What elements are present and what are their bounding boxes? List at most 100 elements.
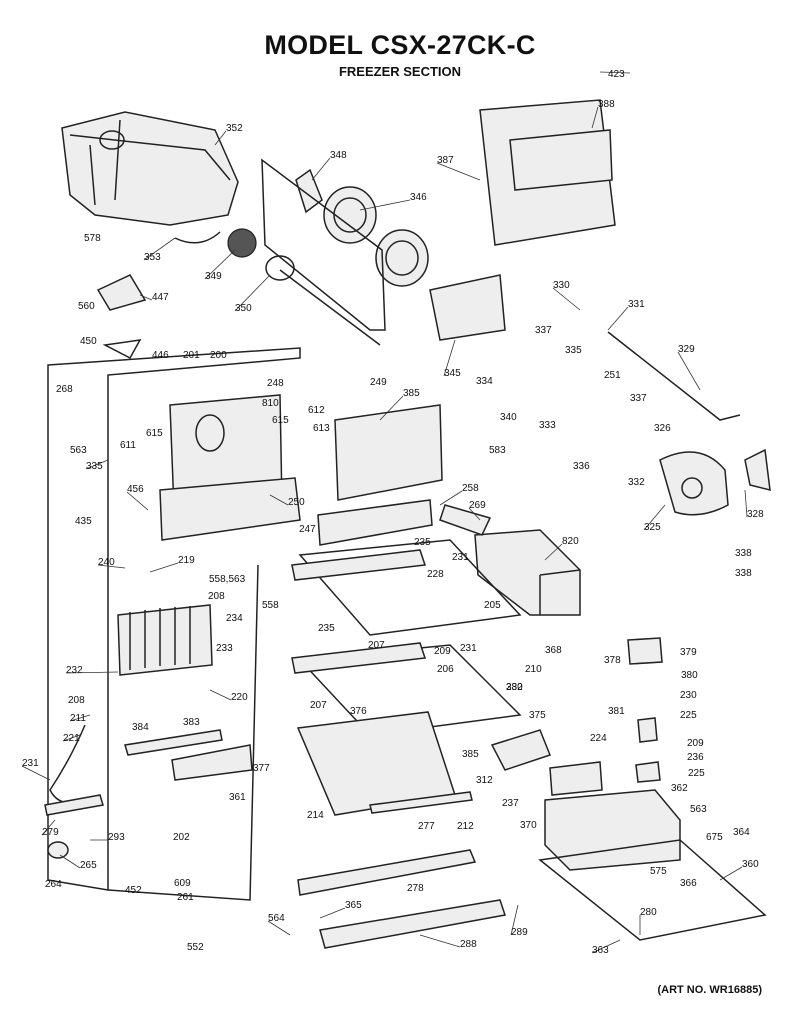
callout-label: 560	[78, 301, 95, 312]
leader-lines	[21, 71, 748, 954]
callout-label: 338	[735, 568, 752, 579]
callout-label: 336	[573, 461, 590, 472]
callout-label: 220	[231, 692, 248, 703]
callout-label: 233	[216, 643, 233, 654]
callout-label: 206	[437, 664, 454, 675]
callout-label: 346	[410, 192, 427, 203]
callout-label: 268	[56, 384, 73, 395]
art-number: (ART NO. WR16885)	[657, 984, 762, 996]
leader-line	[436, 162, 481, 181]
leader-line	[59, 854, 81, 869]
leader-line	[607, 306, 629, 331]
callout-label: 201	[183, 350, 200, 361]
ice-bucket-drawing	[61, 111, 239, 226]
callout-label: 423	[608, 69, 625, 80]
callout-label: 237	[502, 798, 519, 809]
callout-label: 368	[545, 645, 562, 656]
callout-label: 381	[608, 706, 625, 717]
callout-label: 376	[350, 706, 367, 717]
callout-label: 349	[205, 271, 222, 282]
callout-label: 675	[706, 832, 723, 843]
leader-line	[379, 395, 404, 421]
callout-label: 575	[650, 866, 667, 877]
leader-line	[41, 819, 56, 836]
callout-label: 564	[268, 913, 285, 924]
callout-label: 225	[680, 710, 697, 721]
callout-label: 558,563	[209, 574, 246, 585]
callout-label: 578	[84, 233, 101, 244]
callout-label: 208	[208, 591, 225, 602]
callout-label: 200	[210, 350, 227, 361]
leader-line	[267, 920, 291, 936]
callout-label: 240	[98, 557, 115, 568]
callout-label: 329	[678, 344, 695, 355]
leader-line	[443, 339, 456, 377]
callout-label: 269	[469, 500, 486, 511]
callout-label: 345	[444, 368, 461, 379]
callout-label: 202	[173, 832, 190, 843]
callout-label: 328	[747, 509, 764, 520]
leader-line	[21, 765, 51, 781]
callout-label: 362	[671, 783, 688, 794]
callout-label: 383	[183, 717, 200, 728]
callout-label: 248	[267, 378, 284, 389]
callout-label: 221	[63, 733, 80, 744]
callout-label: 288	[460, 939, 477, 950]
callout-label: 225	[688, 768, 705, 779]
callout-label: 820	[562, 536, 579, 547]
leader-line	[439, 490, 463, 506]
callout-label: 350	[235, 303, 252, 314]
callout-label: 207	[368, 640, 385, 651]
leader-line	[62, 734, 81, 742]
callout-label: 228	[427, 569, 444, 580]
callout-label: 335	[565, 345, 582, 356]
callout-label: 563	[690, 804, 707, 815]
callout-label: 388	[598, 99, 615, 110]
leader-line	[319, 907, 346, 919]
leader-line	[719, 866, 743, 881]
callout-label: 205	[484, 600, 501, 611]
callout-label: 214	[307, 810, 324, 821]
callout-label: 293	[108, 832, 125, 843]
callout-label: 232	[66, 665, 83, 676]
callout-label: 230	[680, 690, 697, 701]
callout-label: 289	[511, 927, 528, 938]
leader-line	[677, 351, 701, 391]
leader-line	[209, 689, 232, 701]
leader-line	[544, 543, 563, 561]
callout-label: 450	[80, 336, 97, 347]
callout-label: 231	[452, 552, 469, 563]
callout-label: 377	[253, 763, 270, 774]
callout-label: 378	[604, 655, 621, 666]
callout-label: 352	[226, 123, 243, 134]
callout-label: 361	[229, 792, 246, 803]
leader-line	[139, 294, 153, 301]
callout-label: 334	[476, 376, 493, 387]
callout-label: 380	[681, 670, 698, 681]
callout-label: 331	[628, 299, 645, 310]
leader-line	[643, 504, 666, 531]
callout-label: 258	[462, 483, 479, 494]
callout-label: 456	[127, 484, 144, 495]
leader-line	[510, 904, 519, 936]
callout-label: 231	[22, 758, 39, 769]
callout-label: 384	[132, 722, 149, 733]
leader-line	[591, 939, 621, 954]
callout-label: 235	[318, 623, 335, 634]
callout-label: 612	[308, 405, 325, 416]
callout-label: 333	[539, 420, 556, 431]
callout-label: 613	[313, 423, 330, 434]
callout-label: 235	[414, 537, 431, 548]
callout-label: 210	[525, 664, 542, 675]
leader-line	[149, 562, 179, 573]
callout-label: 810	[262, 398, 279, 409]
callout-label: 379	[680, 647, 697, 658]
callout-label: 382	[506, 682, 523, 693]
callout-label: 249	[370, 377, 387, 388]
callout-label: 265	[80, 860, 97, 871]
callout-label: 348	[330, 150, 347, 161]
leader-line	[269, 494, 289, 506]
leader-line	[97, 564, 126, 569]
leader-line	[214, 130, 227, 146]
